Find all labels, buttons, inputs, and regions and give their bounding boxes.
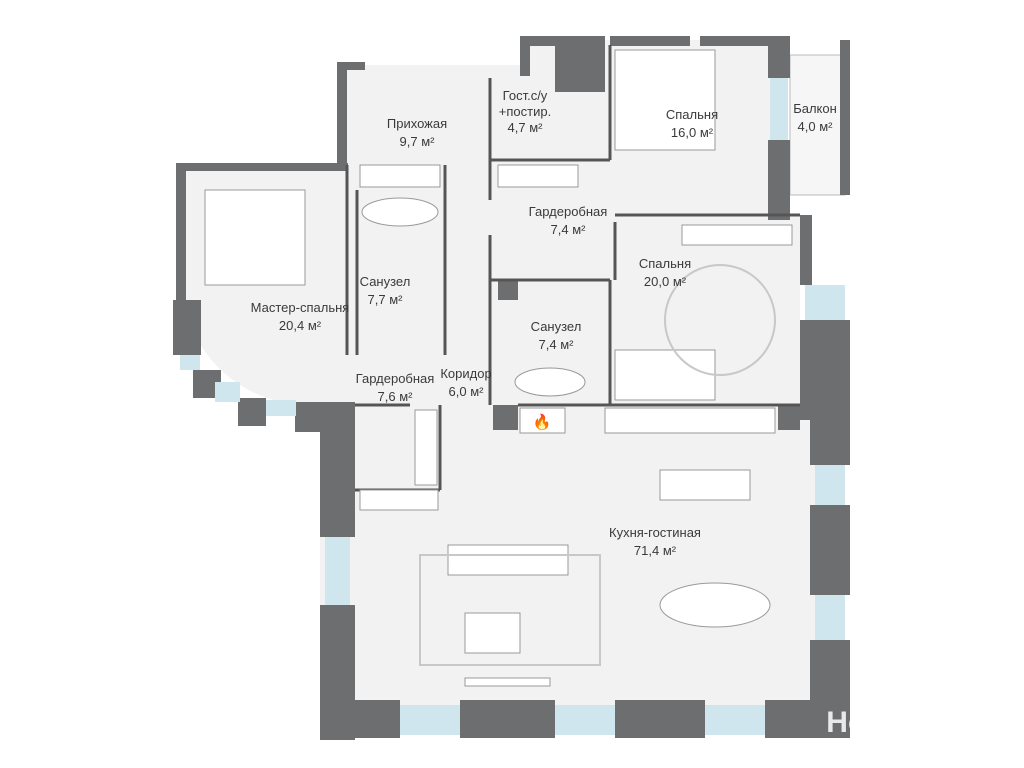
room-area: 16,0 м² [671,125,714,140]
partitions [345,45,800,492]
room-label-bathroom-74: Санузел 7,4 м² [531,319,582,352]
room-label-bedroom-20: Спальня 20,0 м² [639,256,691,289]
room-label-bedroom-16: Спальня 16,0 м² [666,107,718,140]
room-label-master-bedroom: Мастер-спальня 20,4 м² [251,300,350,333]
room-name-line2: +постир. [499,104,551,119]
room-label-hallway: Прихожая 9,7 м² [387,116,447,149]
coffee-table [464,612,521,654]
room-label-wardrobe-76: Гардеробная 7,6 м² [356,371,435,404]
room-label-bathroom-77: Санузел 7,7 м² [360,274,411,307]
bathtub-2 [514,367,586,397]
room-name: Санузел [531,319,582,334]
room-area: 7,6 м² [378,389,414,404]
bed-bedroom-16 [614,49,716,151]
dining-table [659,582,771,628]
room-area: 7,4 м² [551,222,587,237]
room-name: Гардеробная [356,371,435,386]
room-area: 20,0 м² [644,274,687,289]
room-name: Прихожая [387,116,447,131]
room-label-corridor: Коридор 6,0 м² [440,366,491,399]
walls [173,36,850,740]
room-label-kitchen-living: Кухня-гостиная 71,4 м² [609,525,701,558]
wardrobe-4 [414,409,438,486]
tv-stand [464,677,551,687]
room-area: 4,7 м² [508,120,544,135]
wardrobe-2 [497,164,579,188]
room-area: 20,4 м² [279,318,322,333]
room-name: Гардеробная [529,204,608,219]
room-area: 6,0 м² [449,384,485,399]
room-label-guest-bath: Гост.с/у +постир. 4,7 м² [499,88,551,135]
kitchen-island [659,469,751,501]
room-label-balcony: Балкон 4,0 м² [793,101,837,134]
room-name: Спальня [639,256,691,271]
room-name: Мастер-спальня [251,300,350,315]
bathtub-1 [361,197,439,227]
wardrobe-3 [681,224,793,246]
living-rug [419,554,601,666]
wardrobe-1 [359,164,441,188]
room-name: Коридор [440,366,491,381]
room-name: Кухня-гостиная [609,525,701,540]
wardrobe-5 [359,489,439,511]
room-name: Балкон [793,101,837,116]
room-label-wardrobe-74: Гардеробная 7,4 м² [529,204,608,237]
sofa [447,544,569,576]
room-name: Гост.с/у [503,88,548,103]
bed-master [204,189,306,286]
watermark: Новострой-М [826,706,1023,739]
bed-bedroom-20 [614,349,716,401]
kitchen-counter [604,407,776,434]
room-area: 7,4 м² [539,337,575,352]
room-name: Спальня [666,107,718,122]
room-area: 7,7 м² [368,292,404,307]
room-area: 9,7 м² [400,134,436,149]
bedroom-rug [664,264,776,376]
windows [180,78,845,735]
room-area: 71,4 м² [634,543,677,558]
fire-icon: 🔥 [533,413,552,431]
room-area: 4,0 м² [798,119,834,134]
fireplace [519,407,566,434]
room-name: Санузел [360,274,411,289]
furniture [204,49,793,687]
